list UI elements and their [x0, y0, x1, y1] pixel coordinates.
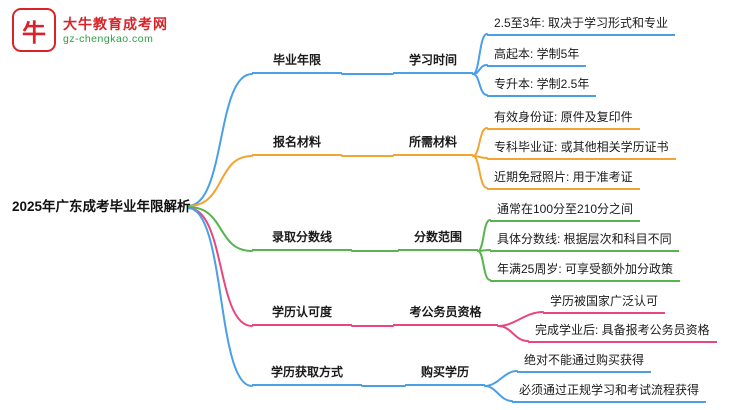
- site-url: gz-chengkao.com: [63, 32, 154, 45]
- sub-node-civil-servant-eligibility: 考公务员资格: [393, 301, 498, 326]
- leaf-node: 绝对不能通过购买获得: [517, 349, 652, 373]
- site-name: 大牛教育成考网: [63, 15, 168, 32]
- leaf-node: 高起本: 学制5年: [487, 43, 587, 67]
- branch-links-graduation-years: [187, 33, 488, 207]
- leaf-node: 年满25周岁: 可享受额外加分政策: [490, 258, 681, 282]
- leaf-node: 具体分数线: 根据层次和科目不同: [490, 228, 679, 252]
- leaf-node: 通常在100分至210分之间: [490, 198, 641, 222]
- leaf-node: 完成学业后: 具备报考公务员资格: [528, 319, 717, 343]
- sub-node-buying-diploma: 购买学历: [405, 361, 485, 386]
- branch-node-acquisition-method: 学历获取方式: [252, 361, 362, 386]
- root-topic: 2025年广东成考毕业年限解析: [12, 199, 191, 214]
- branch-node-admission-scores: 录取分数线: [252, 226, 352, 251]
- branch-links-scores: [187, 206, 491, 281]
- leaf-node: 2.5至3年: 取决于学习形式和专业: [487, 12, 676, 36]
- sub-node-study-time: 学习时间: [393, 49, 473, 74]
- logo-text: 大牛教育成考网 gz-chengkao.com: [63, 15, 168, 46]
- branch-links-materials: [187, 127, 488, 207]
- bull-logo-icon: 牛: [12, 8, 56, 52]
- branch-links-recognition: [187, 207, 544, 342]
- leaf-node: 专升本: 学制2.5年: [487, 73, 597, 97]
- leaf-node: 必须通过正规学习和考试流程获得: [512, 379, 707, 403]
- branch-links-acquisition: [187, 207, 518, 402]
- branch-node-graduation-years: 毕业年限: [252, 49, 342, 74]
- leaf-node: 近期免冠照片: 用于准考证: [487, 166, 640, 190]
- leaf-node: 有效身份证: 原件及复印件: [487, 106, 640, 130]
- branch-node-materials: 报名材料: [252, 131, 342, 156]
- leaf-node: 学历被国家广泛认可: [543, 290, 666, 314]
- sub-node-score-range: 分数范围: [398, 226, 478, 251]
- bull-glyph: 牛: [22, 19, 46, 47]
- sub-node-required-materials: 所需材料: [393, 131, 473, 156]
- branch-node-recognition: 学历认可度: [252, 301, 352, 326]
- site-logo: 牛 大牛教育成考网 gz-chengkao.com: [12, 8, 168, 52]
- leaf-node: 专科毕业证: 或其他相关学历证书: [487, 136, 676, 160]
